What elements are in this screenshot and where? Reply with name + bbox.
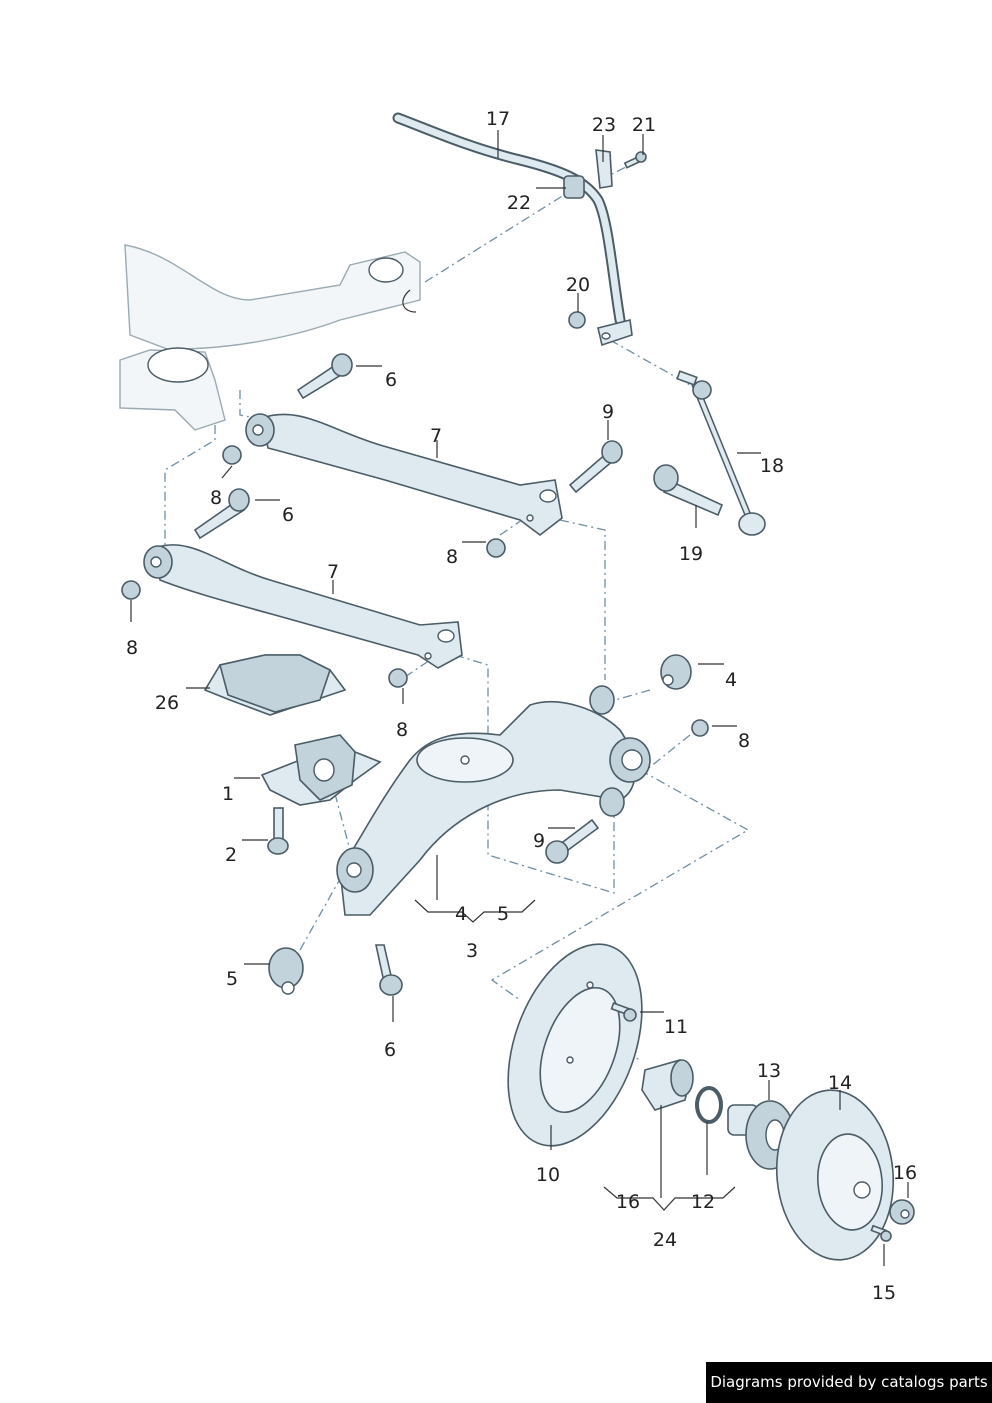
nut-8a xyxy=(222,445,242,465)
mount-bracket xyxy=(260,734,382,806)
label-4-upper: 4 xyxy=(725,669,737,691)
label-8-a: 8 xyxy=(210,487,222,509)
label-14: 14 xyxy=(828,1072,852,1094)
bar-nut xyxy=(568,311,586,329)
bushing-4a xyxy=(660,654,692,690)
bolt-9-lower xyxy=(545,818,600,864)
mount-bolt xyxy=(267,807,289,855)
label-20: 20 xyxy=(566,274,590,296)
label-9-upper: 9 xyxy=(602,401,614,423)
track-link-upper xyxy=(245,413,563,537)
label-16-hub: 16 xyxy=(893,1162,917,1184)
label-6-upper: 6 xyxy=(385,369,397,391)
label-9-lower: 9 xyxy=(533,830,545,852)
bar-bushing xyxy=(563,175,585,199)
bolt-9-upper xyxy=(568,440,623,494)
label-17: 17 xyxy=(486,108,510,130)
trailing-arm xyxy=(336,701,651,916)
label-26: 26 xyxy=(155,692,179,714)
wheel-bearing xyxy=(641,1059,694,1111)
brake-backing-plate xyxy=(507,943,643,1147)
nut-8b xyxy=(486,538,506,558)
bar-clamp xyxy=(595,149,613,189)
bolt-lower xyxy=(375,944,403,996)
label-1: 1 xyxy=(222,783,234,805)
label-13: 13 xyxy=(757,1060,781,1082)
label-5: 5 xyxy=(226,968,238,990)
hub-nut xyxy=(889,1199,915,1225)
label-3: 3 xyxy=(466,940,478,962)
label-8-d: 8 xyxy=(396,719,408,741)
plate-bolt xyxy=(610,1002,637,1022)
track-link-lower xyxy=(143,544,463,669)
label-11: 11 xyxy=(664,1016,688,1038)
callout-labels: 17 23 21 22 20 6 7 9 18 8 6 8 19 7 8 4 2… xyxy=(126,108,917,1304)
nut-8e xyxy=(691,719,709,737)
label-4-lower: 4 xyxy=(455,903,467,925)
label-18: 18 xyxy=(760,455,784,477)
bushing-upper-knuckle xyxy=(589,685,615,715)
nut-8c xyxy=(121,580,141,600)
label-10: 10 xyxy=(536,1164,560,1186)
label-21: 21 xyxy=(632,114,656,136)
label-7-lower: 7 xyxy=(327,561,339,583)
subframe-outline xyxy=(119,244,421,431)
bushing-5 xyxy=(268,947,304,995)
brake-disc xyxy=(775,1089,895,1261)
label-19: 19 xyxy=(679,543,703,565)
label-8-c: 8 xyxy=(126,637,138,659)
clamp-bolt xyxy=(623,151,647,169)
label-2: 2 xyxy=(225,844,237,866)
label-6-middle: 6 xyxy=(282,504,294,526)
label-7-upper: 7 xyxy=(430,425,442,447)
label-24: 24 xyxy=(653,1229,677,1251)
label-16-bracket: 16 xyxy=(616,1191,640,1213)
bolt-middle xyxy=(193,488,250,540)
coupling-rod xyxy=(676,370,766,536)
label-15: 15 xyxy=(872,1282,896,1304)
nut-8d xyxy=(388,668,408,688)
circlip xyxy=(695,1086,723,1124)
label-8-b: 8 xyxy=(446,546,458,568)
label-23: 23 xyxy=(592,114,616,136)
bushing-lower-knuckle xyxy=(599,787,625,817)
assembly-lines xyxy=(164,159,750,1061)
attribution-banner: Diagrams provided by catalogs parts xyxy=(706,1362,992,1403)
label-8-e: 8 xyxy=(738,730,750,752)
label-5-bracket: 5 xyxy=(497,903,509,925)
bolt-large xyxy=(653,464,724,517)
leader-lines xyxy=(130,130,909,1266)
disc-screw xyxy=(870,1224,892,1242)
label-6-lower: 6 xyxy=(384,1039,396,1061)
bolt-upper xyxy=(296,353,353,400)
cover-plate xyxy=(203,654,347,716)
label-12: 12 xyxy=(691,1191,715,1213)
label-22: 22 xyxy=(507,192,531,214)
